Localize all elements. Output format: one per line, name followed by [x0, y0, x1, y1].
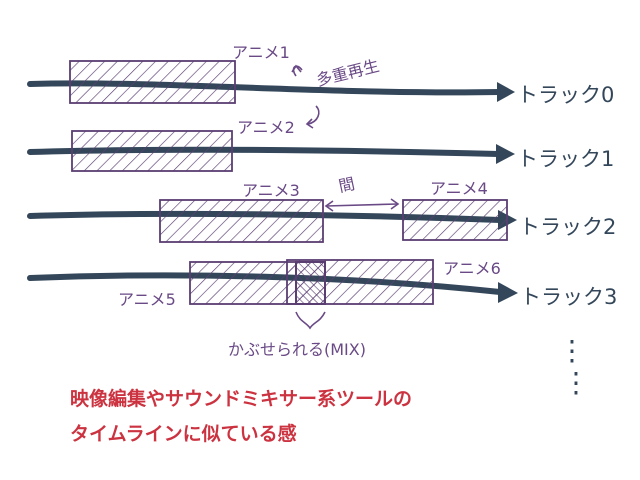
multi-play-arrow-down [307, 105, 320, 125]
clip-anime-2-box [71, 130, 233, 172]
clip-anime-1: アニメ1 [69, 43, 290, 104]
overlap-mix-region: かぶせられる(MIX) [228, 261, 366, 359]
clip-anime-4-box [402, 199, 508, 241]
clip-anime-3-box [159, 199, 324, 243]
multi-play-arrow-head-up [291, 64, 302, 73]
clip-anime-4-label: アニメ4 [430, 179, 488, 198]
clip-anime-2-label: アニメ2 [237, 118, 295, 137]
overlap-box [295, 261, 326, 305]
gap-arrow-line [325, 203, 399, 207]
track-3-label: トラック3 [520, 285, 617, 309]
continuation-dots: ⋮ [558, 334, 586, 367]
clip-anime-1-box [69, 60, 236, 104]
continuation-dots-2: ⋮ [562, 366, 590, 399]
track-0-arrowhead [497, 82, 515, 102]
track-3-arrowhead [498, 282, 518, 303]
gap-annotation: 間 [324, 174, 400, 212]
caption-line-2: タイムラインに似ている感 [70, 423, 297, 445]
clip-anime-5-label: アニメ5 [118, 290, 176, 309]
clip-anime-6-label: アニメ6 [443, 259, 501, 278]
clip-anime-3-label: アニメ3 [242, 181, 300, 200]
clip-anime-4: アニメ4 [402, 179, 508, 241]
clip-anime-1-label: アニメ1 [232, 43, 290, 62]
clip-anime-2: アニメ2 [71, 118, 295, 172]
multi-play-arrow-head-down [305, 118, 314, 129]
gap-arrow-head-right [390, 198, 400, 210]
multi-play-label: 多重再生 [314, 56, 381, 90]
overlap-brace [295, 311, 326, 330]
caption-line-1: 映像編集やサウンドミキサー系ツールの [70, 388, 413, 410]
clip-anime-3: アニメ3 [159, 181, 324, 243]
gap-label: 間 [337, 174, 357, 196]
track-1-arrowhead [496, 144, 515, 164]
track-1-label: トラック1 [517, 147, 614, 171]
track-0-label: トラック0 [517, 83, 614, 107]
gap-arrow-head-left [324, 200, 334, 212]
overlap-label: かぶせられる(MIX) [228, 340, 366, 359]
track-2-label: トラック2 [519, 215, 616, 239]
